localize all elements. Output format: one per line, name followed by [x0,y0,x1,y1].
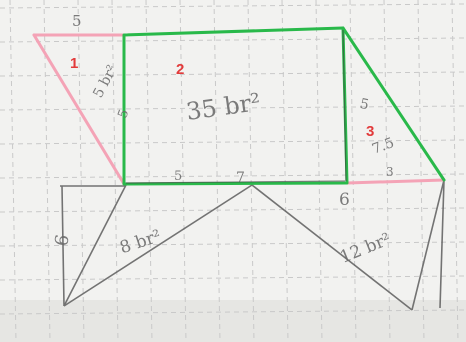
grid-horizontal-line [0,3,466,9]
pencil-overstroke [125,29,347,184]
pink-left-diagonal [32,33,126,186]
hand-right-shape-area: 7.5 [370,135,396,158]
grid-vertical-line [281,0,289,342]
pink-bottom-right-edge [345,178,446,185]
grid-horizontal-line [0,309,466,315]
hand-bottom-right-side: 6 [339,190,350,210]
grid-horizontal-line [0,37,466,43]
grid-vertical-line [179,0,187,342]
grid-horizontal-line [0,71,466,77]
green-outlines [122,26,446,186]
grid-horizontal-line [0,241,466,247]
hand-right-shape-dim: 5 [358,96,370,114]
grid-vertical-line [77,0,85,342]
grid-vertical-line [349,0,357,342]
region-label-1: 1 [70,55,78,72]
region-label-2: 2 [176,61,184,78]
right-pencil-line [342,29,347,182]
grid-horizontal-line [0,173,466,179]
grid-vertical-line [9,0,17,342]
grid-horizontal-line [0,275,466,281]
grid-horizontal-line [0,105,466,111]
region-label-3: 3 [366,123,374,140]
right-vertical-line [439,179,445,309]
green-right-diagonal [341,26,446,182]
right-slant-line [411,179,445,311]
right-diagonal-line [251,184,413,311]
hand-right-bottom: 3 [386,165,394,179]
lower-triangles [60,179,445,311]
green-rectangle [122,26,349,186]
grid-vertical-line [417,0,425,342]
paper-shadow [0,300,466,342]
hand-bottom-left-side: 5 [174,169,182,184]
grid-vertical-line [213,0,221,342]
grid-horizontal-line [0,207,466,213]
bottom-pencil-line [125,180,346,184]
grid-vertical-line [247,0,255,342]
grid-vertical-line [43,0,51,342]
hand-lower-left-height: 6 [51,233,74,248]
grid-vertical-line [451,0,459,342]
grid-horizontal-line [0,139,466,145]
hand-top-left: 5 [72,12,82,30]
left-diagonal-line [63,184,253,307]
grid-vertical-line [383,0,391,342]
left-vertical-line [61,185,65,307]
grid-vertical-line [315,0,323,342]
left-slant-line [63,184,127,307]
pink-edges [32,33,446,186]
hand-bottom-mid: 7 [236,170,245,186]
grid-vertical-line [145,0,153,342]
